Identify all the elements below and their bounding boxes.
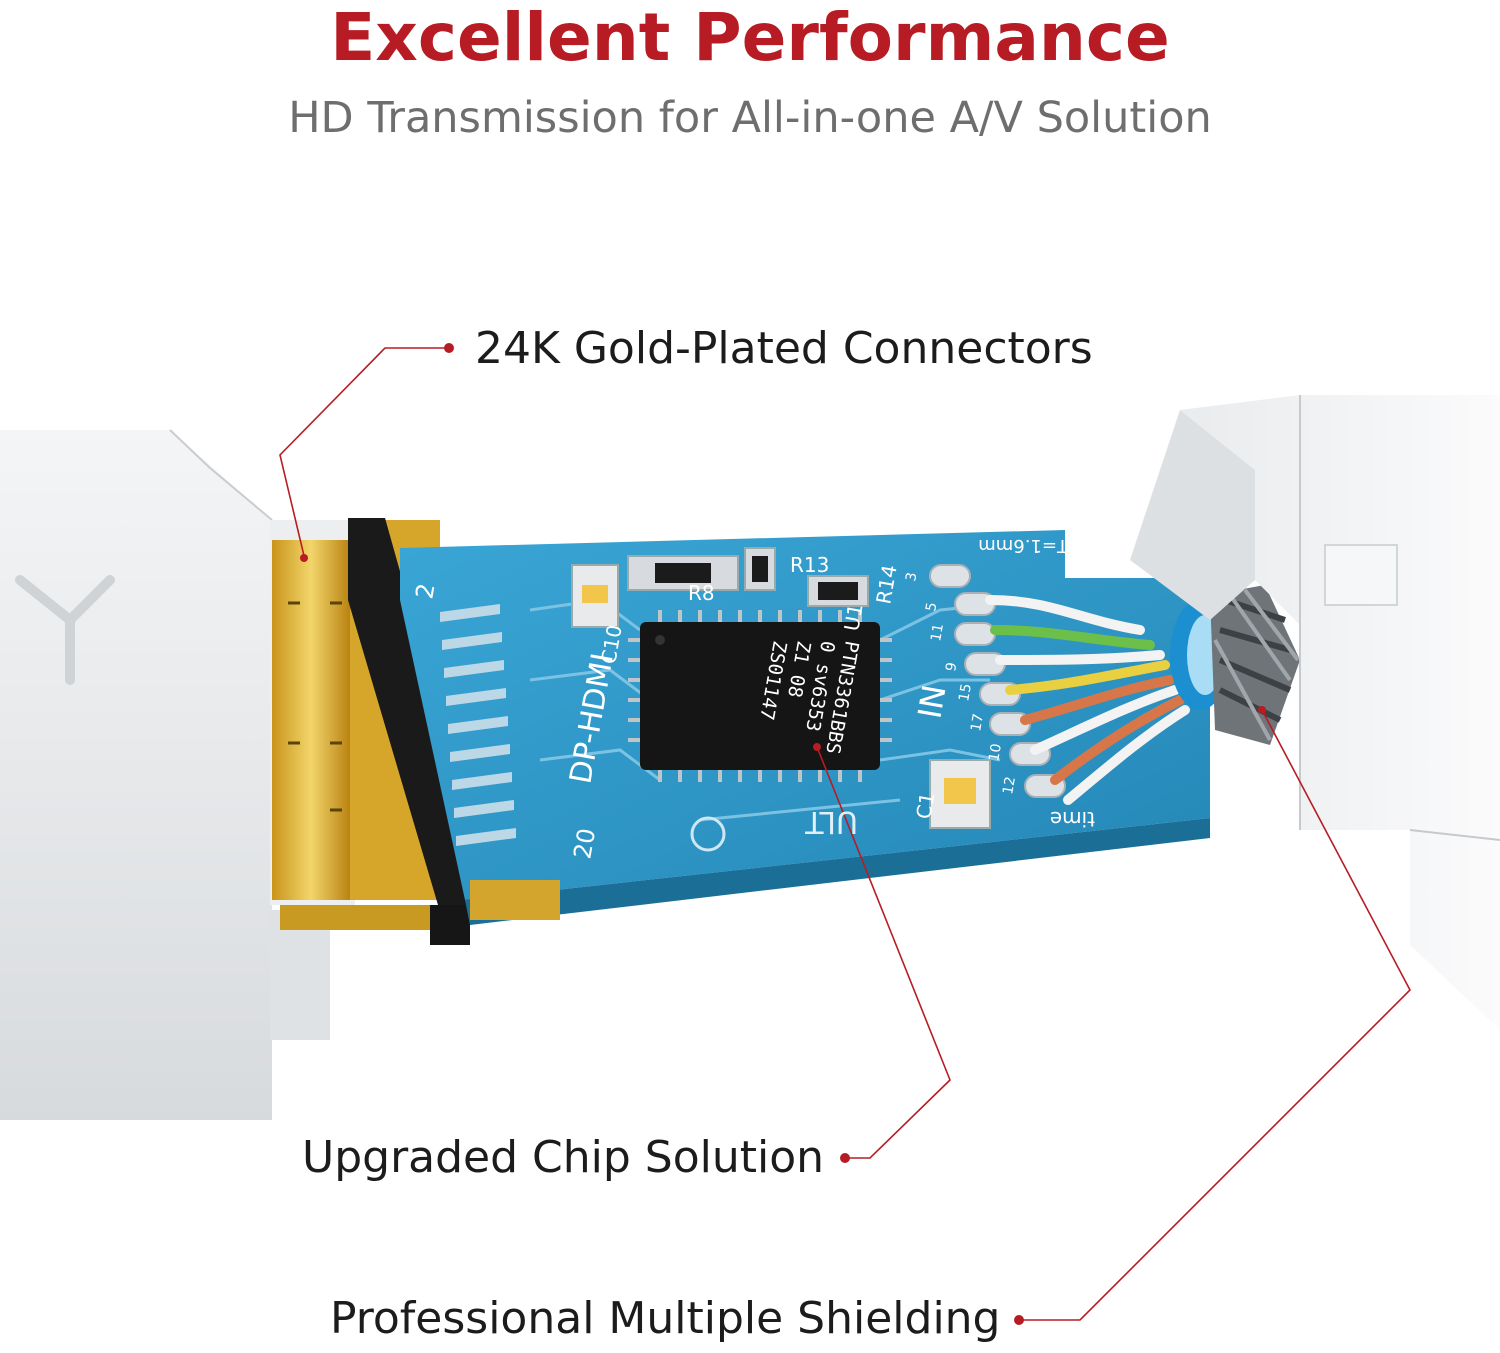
- page-subtitle: HD Transmission for All-in-one A/V Solut…: [288, 93, 1212, 143]
- pcb-pin-start: 2: [410, 581, 440, 601]
- callout-multiple-shielding: Professional Multiple Shielding: [330, 1293, 1001, 1344]
- svg-text:10: 10: [986, 742, 1005, 762]
- logo-mark-icon: [15, 575, 115, 685]
- pad-numbers: 3 5 11 9 15 17 10 12: [903, 571, 1019, 796]
- svg-text:3: 3: [903, 571, 920, 583]
- svg-text:15: 15: [956, 682, 975, 702]
- svg-text:12: 12: [1000, 775, 1019, 795]
- cable-wires: [985, 595, 1190, 805]
- chip-ic: [628, 610, 892, 782]
- pcb-side-label: IN: [910, 682, 953, 721]
- pcb-u1: U1: [839, 602, 867, 633]
- svg-text:5: 5: [923, 601, 940, 613]
- pcb-pin-end: 20: [568, 826, 601, 861]
- dp-shell-right: [1130, 395, 1500, 1030]
- pcb-brand: ULT: [804, 804, 858, 839]
- pcb-pin-fingers: [440, 604, 516, 846]
- pcb-thickness: T=1.6mm: [978, 535, 1069, 556]
- callout-dots: [300, 343, 1266, 1325]
- callout-gold-connectors: 24K Gold-Plated Connectors: [475, 323, 1093, 374]
- pcb-board: [400, 530, 1210, 925]
- pcb-r13: R13: [790, 553, 829, 577]
- cable-shielding: [1170, 585, 1300, 745]
- gold-connector: [272, 518, 470, 945]
- pcb-tag: time: [1050, 807, 1095, 831]
- svg-text:9: 9: [943, 661, 960, 673]
- svg-text:17: 17: [968, 712, 987, 732]
- page-title: Excellent Performance: [330, 0, 1170, 76]
- pcb-r8: R8: [688, 581, 715, 605]
- pcb-c1: C1: [911, 790, 939, 820]
- callout-chip-solution: Upgraded Chip Solution: [302, 1132, 825, 1183]
- svg-text:11: 11: [928, 622, 947, 642]
- callout-leader-lines: [279, 347, 1411, 1321]
